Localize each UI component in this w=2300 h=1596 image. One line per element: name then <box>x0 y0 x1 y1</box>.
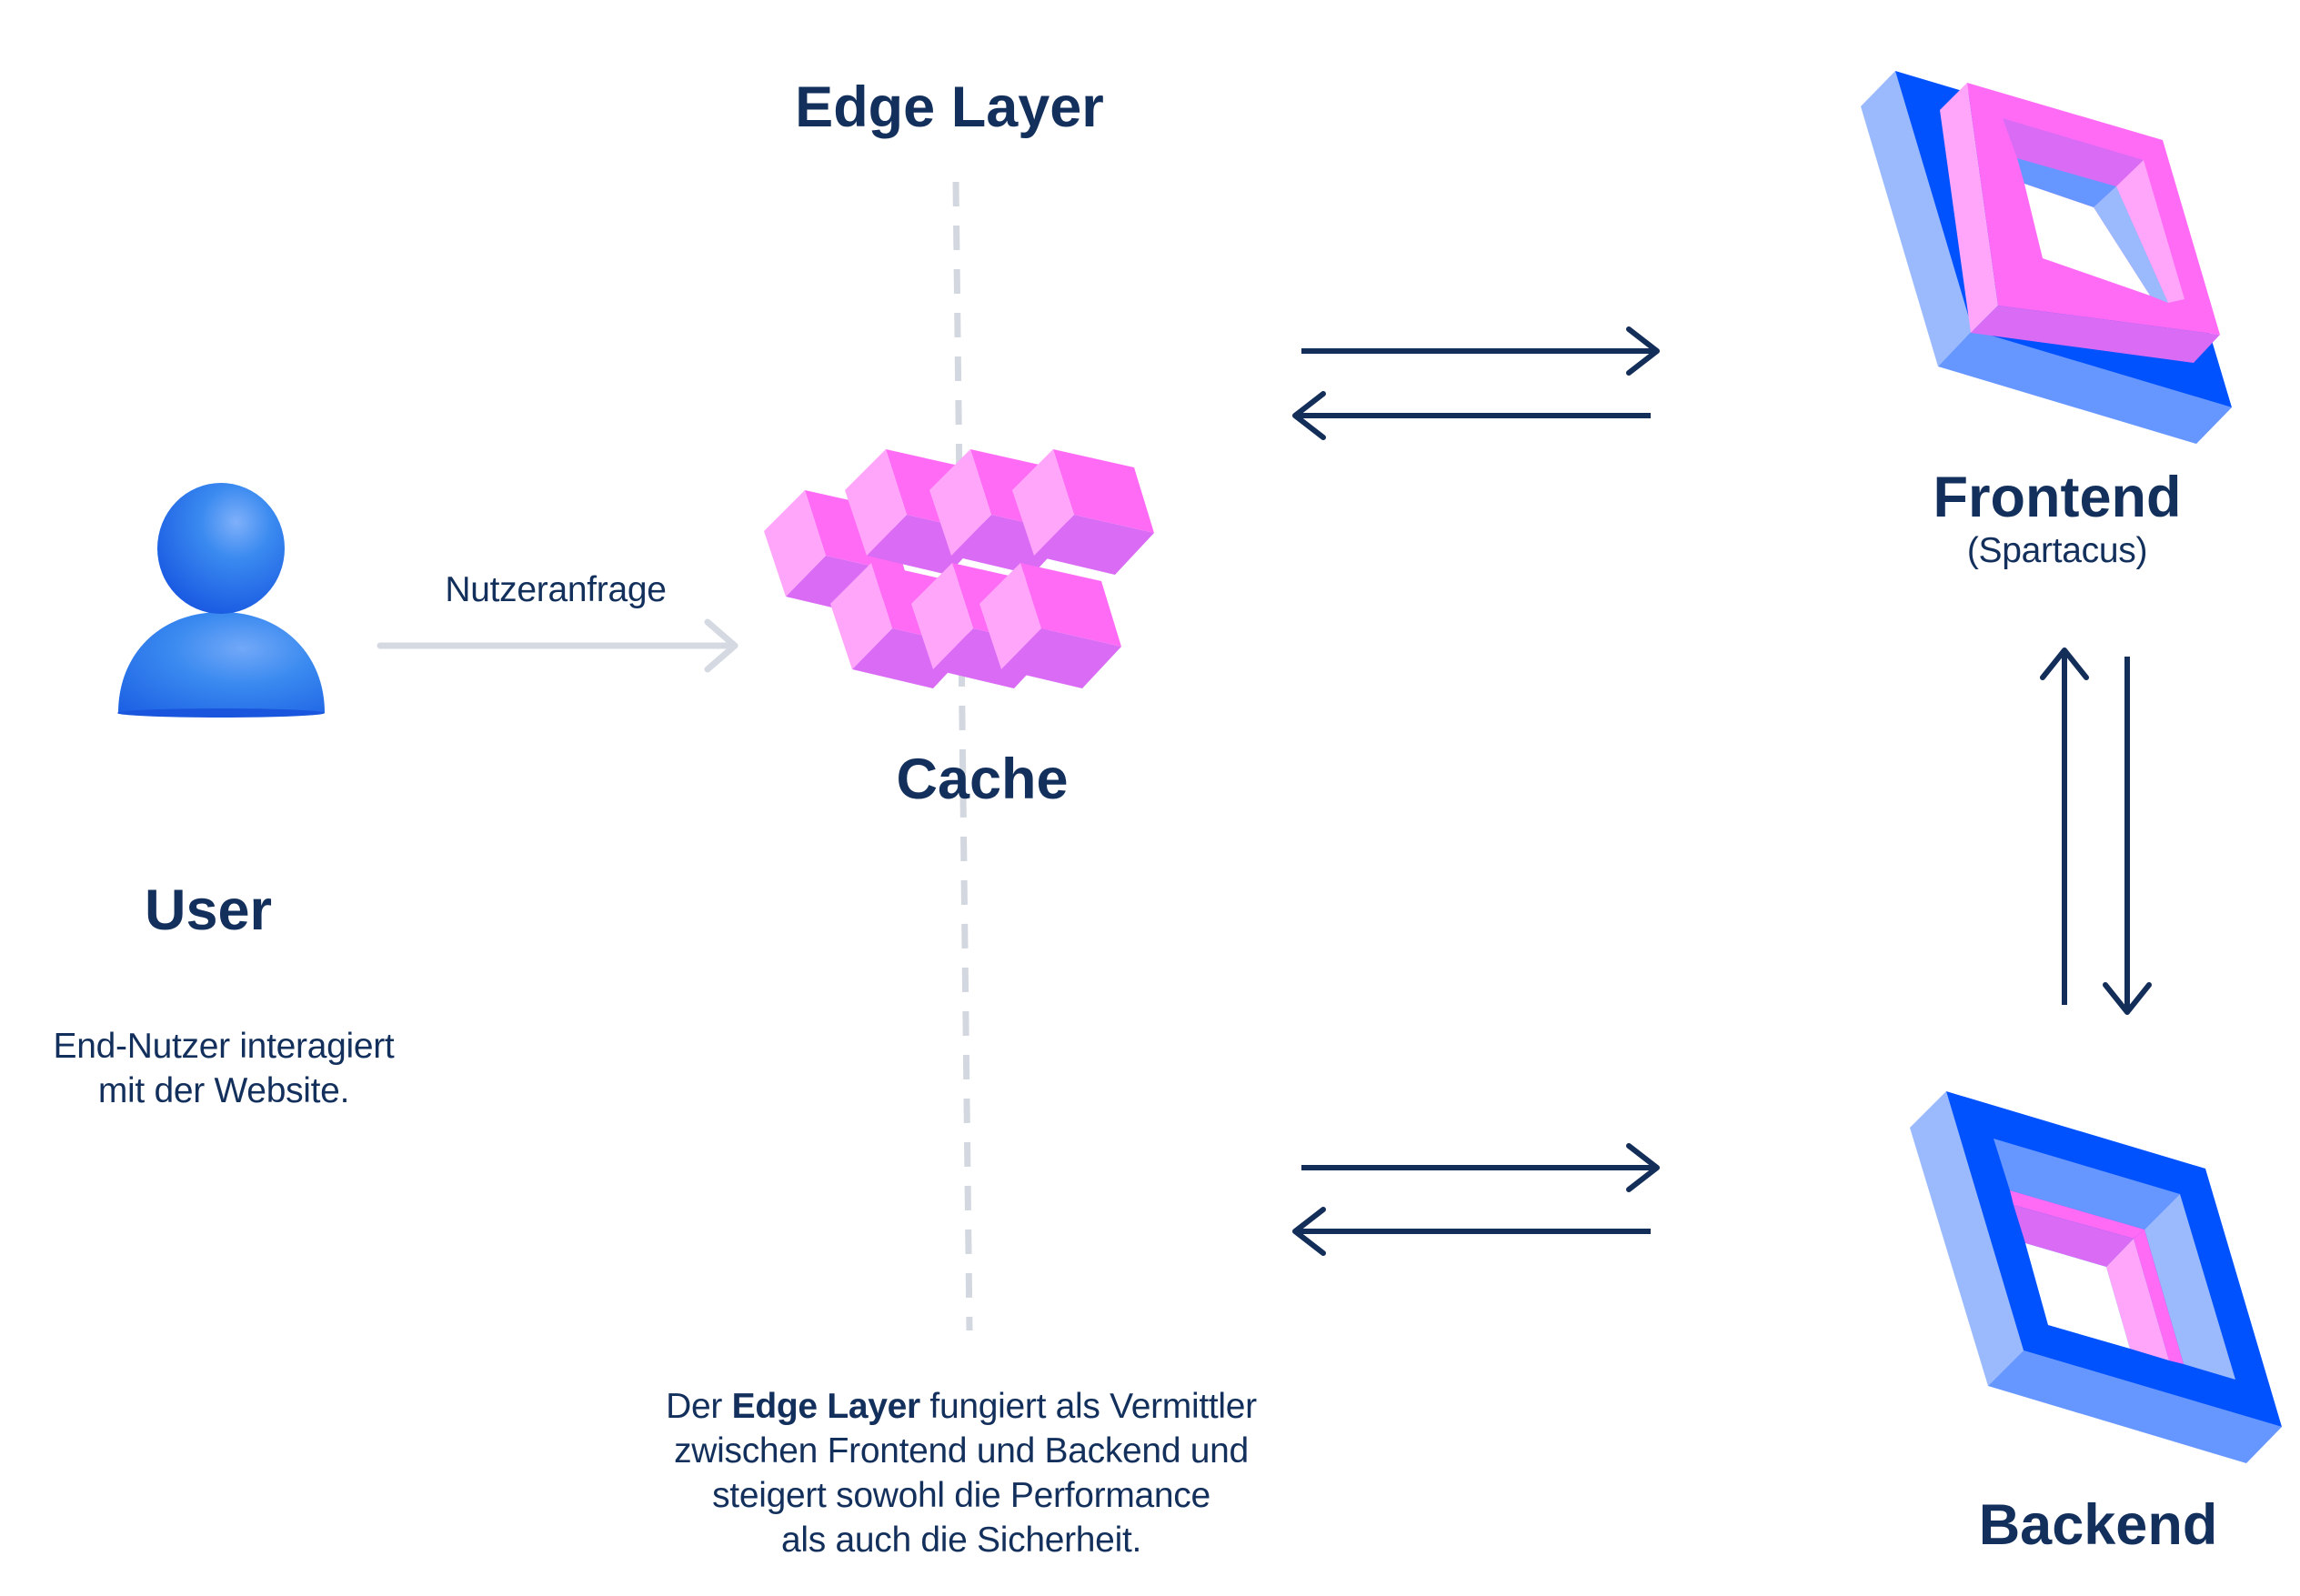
cube-bottom-face <box>1034 515 1154 575</box>
user-head <box>157 483 285 614</box>
arrow-right-icon <box>1301 1143 1660 1192</box>
frontend-frame-bottom-face <box>1971 306 2220 363</box>
arrows-edge-frontend <box>1292 326 1660 440</box>
arrow-right-icon <box>377 618 738 673</box>
frontend-base-bottom-face <box>1938 330 2232 444</box>
frontend-hole-wall-top-blue <box>2017 158 2116 207</box>
edge-layer-title: Edge Layer <box>795 75 1104 139</box>
frontend-subtitle: (Spartacus) <box>1966 531 2148 570</box>
backend-hole-wall-top-purple <box>2014 1205 2134 1267</box>
user-description: End-Nutzer interagiert mit der Website. <box>54 1024 395 1113</box>
user-body <box>118 612 325 717</box>
backend-hole-wall-right-magenta <box>2134 1230 2184 1364</box>
cache-title: Cache <box>896 748 1069 811</box>
edge-layer-description-line2: zwischen Frontend und Backend und <box>674 1431 1249 1471</box>
backend-hole-wall-right-blue <box>2144 1194 2235 1380</box>
arrows-frontend-backend <box>2040 647 2152 1015</box>
request-arrow-label: Nutzeranfrage <box>445 570 667 609</box>
user-icon <box>117 483 325 718</box>
arrow-left-icon <box>1292 391 1651 440</box>
backend-frame-icon <box>1910 1091 2282 1463</box>
backend-hole-wall-top-blue <box>1994 1139 2180 1230</box>
cache-cube <box>1012 449 1154 575</box>
cube-right-face <box>1053 449 1154 533</box>
cube-left-face <box>979 563 1041 669</box>
edge-layer-divider <box>952 181 973 1331</box>
frontend-hole-opening <box>2024 184 2150 296</box>
cube-left-face <box>764 490 826 597</box>
description-prefix: Der <box>666 1387 732 1426</box>
user-description-line2: mit der Website. <box>97 1071 350 1110</box>
edge-layer-description: Der Edge Layer fungiert als Vermittler z… <box>666 1384 1257 1562</box>
backend-left-face <box>1910 1091 2024 1386</box>
cubes-icon <box>764 449 1154 688</box>
backend-hole-opening <box>2025 1243 2130 1349</box>
user-title: User <box>144 878 273 942</box>
edge-layer-description-line3: steigert sowohl die Performance <box>712 1476 1210 1515</box>
arrow-up-icon <box>2040 647 2089 1005</box>
cube-bottom-face <box>1001 628 1121 688</box>
arrow-right-icon <box>1301 326 1660 376</box>
frontend-frame-left-face <box>1940 83 1998 333</box>
frontend-hole-wall-right-blue <box>2094 186 2168 303</box>
frontend-frame-icon <box>1861 71 2232 444</box>
frontend-hole-wall-right-pink <box>2116 160 2184 303</box>
user-base <box>117 708 325 718</box>
cache-cube <box>979 563 1121 688</box>
cube-left-face <box>830 563 892 669</box>
backend-bottom-face <box>1988 1350 2282 1463</box>
user-description-line1: End-Nutzer interagiert <box>53 1027 395 1066</box>
backend-hole-wall-top-magenta <box>2010 1190 2144 1239</box>
cube-left-face <box>911 563 973 669</box>
edge-layer-description-line4: als auch die Sicherheit. <box>780 1521 1142 1560</box>
arrow-down-icon <box>2103 657 2152 1015</box>
arrow-left-icon <box>1292 1207 1651 1256</box>
edge-layer-description-line1: Der Edge Layer fungiert als Vermittler <box>666 1384 1257 1429</box>
arrows-edge-backend <box>1292 1143 1660 1256</box>
cube-left-face <box>929 449 991 556</box>
description-bold-term: Edge Layer <box>731 1387 921 1426</box>
frontend-hole-wall-top-pink <box>2003 118 2144 186</box>
backend-hole-wall-right-pink <box>2106 1239 2169 1360</box>
frontend-title: Frontend <box>1933 466 2182 529</box>
frontend-base-left-face <box>1861 71 1973 366</box>
backend-title: Backend <box>1978 1493 2218 1557</box>
description-suffix: fungiert als Vermittler <box>919 1387 1257 1426</box>
cube-left-face <box>1012 449 1074 556</box>
cube-right-face <box>1020 563 1121 647</box>
cube-left-face <box>845 449 907 556</box>
